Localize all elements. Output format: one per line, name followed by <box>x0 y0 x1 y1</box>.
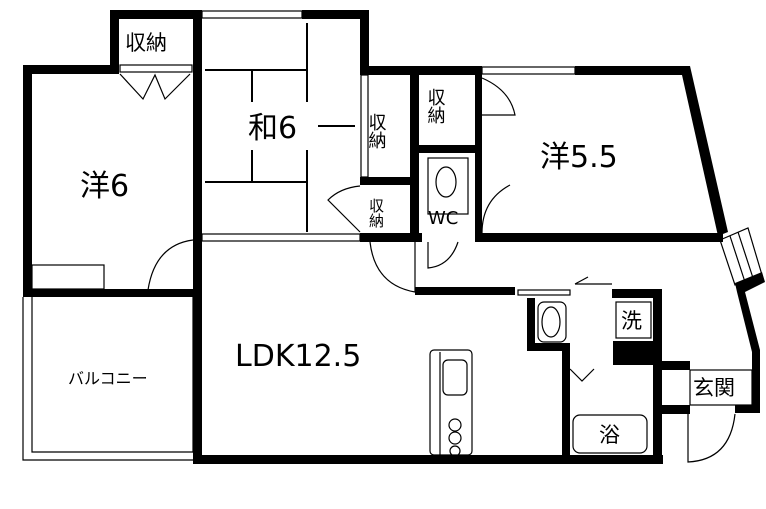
doors <box>119 73 736 463</box>
toilet-box <box>427 157 469 215</box>
room-label-western-5-5: 洋5.5 <box>540 140 618 175</box>
storage-label: 収納 <box>367 198 385 229</box>
balcony <box>22 297 193 461</box>
toilet-icon <box>435 166 457 198</box>
room-label-balcony: バルコニー <box>68 369 148 388</box>
storage-label: 収納 <box>125 31 167 55</box>
kitchen-sink-icon <box>442 359 468 396</box>
room-label-entrance: 玄関 <box>693 376 735 400</box>
bathtub <box>572 414 648 454</box>
room-label-western-6: 洋6 <box>80 169 129 204</box>
walls <box>23 10 765 464</box>
windows <box>31 10 763 453</box>
room-label-wc: WC <box>428 208 458 229</box>
entrance-box <box>689 369 753 406</box>
room-label-washroom: 洗 <box>621 309 642 333</box>
kitchen-counter <box>429 349 473 456</box>
storage-label: 収納 <box>425 88 446 124</box>
stove-icon <box>448 418 462 457</box>
tatami-lines <box>205 23 355 232</box>
room-label-japanese-6: 和6 <box>248 111 297 146</box>
washer-space <box>615 301 652 339</box>
sink-icon <box>537 301 567 343</box>
fixtures <box>427 157 753 457</box>
storage-label: 収納 <box>366 113 387 149</box>
room-label-bath: 浴 <box>599 423 620 447</box>
room-label-ldk: LDK12.5 <box>235 339 361 374</box>
